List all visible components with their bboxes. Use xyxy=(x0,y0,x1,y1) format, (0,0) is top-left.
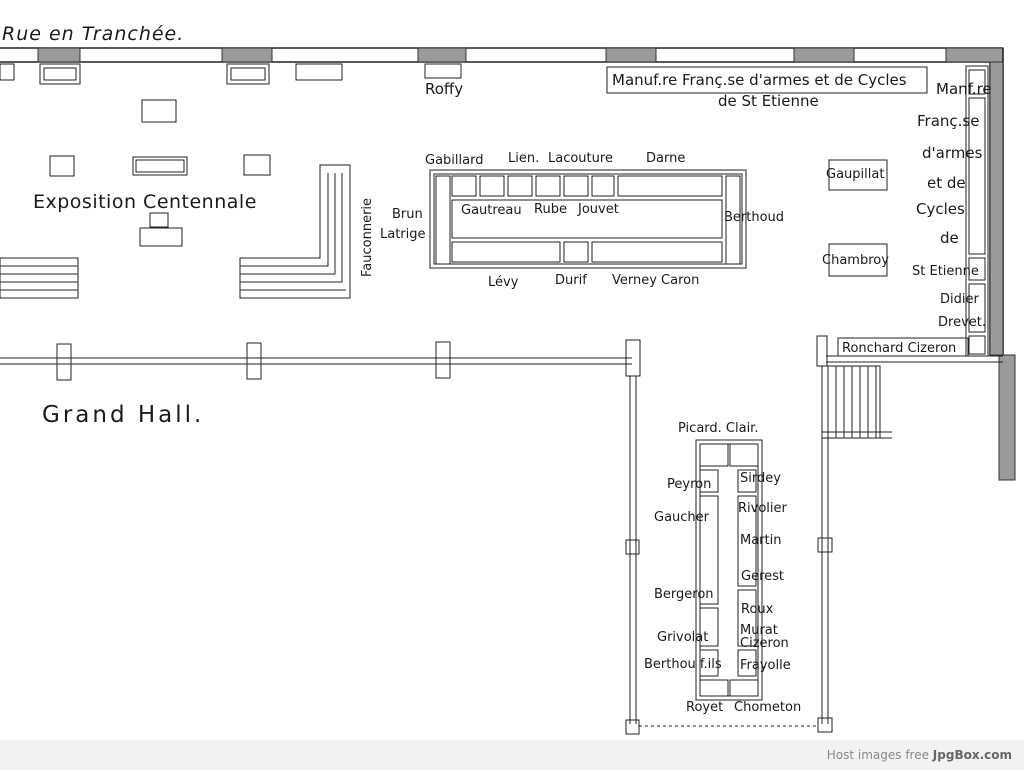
grivolat-label: Grivolat xyxy=(657,630,708,645)
didier-label: Didier xyxy=(940,292,979,307)
gabillard-label: Gabillard xyxy=(425,153,483,168)
murat-label: Murat xyxy=(740,623,778,638)
roffy-label: Roffy xyxy=(425,80,463,98)
gerest-label: Gerest xyxy=(741,569,784,584)
top-wall xyxy=(0,47,1004,63)
levy-label: Lévy xyxy=(488,275,519,290)
chometon-label: Chometon xyxy=(734,700,801,715)
rube-label: Rube xyxy=(534,202,567,217)
exposition-room: Exposition Centennale Fauconnerie xyxy=(0,99,375,299)
manufacture-v-7: St Etienne xyxy=(912,264,979,279)
exposition-label: Exposition Centennale xyxy=(33,191,257,213)
gaupillat-label: Gaupillat xyxy=(826,167,884,182)
rivolier-label: Rivolier xyxy=(738,501,788,516)
royet-label: Royet xyxy=(686,700,723,715)
roux-label: Roux xyxy=(741,602,774,617)
manufacture-v-6: de xyxy=(940,229,959,247)
footer-brand[interactable]: JpgBox.com xyxy=(932,748,1012,762)
chambroy-label: Chambroy xyxy=(822,253,889,268)
manufacture-stand: Manuf.re Franç.se d'armes et de Cycles d… xyxy=(606,66,928,110)
brun-label: Brun xyxy=(392,207,423,222)
gautreau-label: Gautreau xyxy=(461,203,522,218)
manufacture-label-2: de St Etienne xyxy=(718,92,819,110)
jouvet-label: Jouvet xyxy=(577,202,619,217)
grand-hall-label: Grand Hall. xyxy=(42,402,204,428)
manufacture-v-1: Manf.re xyxy=(936,80,992,98)
durif-label: Durif xyxy=(555,273,587,288)
frayolle-label: Frayolle xyxy=(740,658,791,673)
verney-caron-label: Verney Caron xyxy=(612,273,699,288)
martin-label: Martin xyxy=(740,533,781,548)
fauconnerie-label: Fauconnerie xyxy=(360,198,375,277)
right-cases: Gaupillat Chambroy xyxy=(822,159,889,277)
manufacture-v-4: et de xyxy=(927,174,966,192)
manufacture-v-3: d'armes xyxy=(922,144,983,162)
top-cases xyxy=(0,63,462,85)
drevet-label: Drevet. xyxy=(938,315,986,330)
manufacture-v-5: Cycles xyxy=(916,200,965,218)
footer-text[interactable]: Host images free JpgBox.com xyxy=(827,748,1012,762)
berthoud-label: Berthoud xyxy=(724,210,784,225)
right-wall xyxy=(989,48,1016,481)
gaucher-label: Gaucher xyxy=(654,510,710,525)
latrige-label: Latrige xyxy=(380,227,426,242)
bergeron-label: Bergeron xyxy=(654,587,714,602)
street-label: Rue en Tranchée. xyxy=(2,23,184,45)
image-host-footer: Host images free JpgBox.com xyxy=(0,740,1024,770)
sirdey-label: Sirdey xyxy=(740,471,781,486)
peyron-label: Peyron xyxy=(667,477,711,492)
floor-plan: Rue en Tranchée. xyxy=(0,23,1016,735)
cizeron-label: Cizeron xyxy=(740,636,789,651)
darne-label: Darne xyxy=(646,151,685,166)
manufacture-v-2: Franç.se xyxy=(917,112,979,130)
lacouture-label: Lacouture xyxy=(548,151,613,166)
lower-corridor xyxy=(625,366,833,735)
central-stand: Gabillard Lien. Lacouture Darne Brun Lat… xyxy=(380,151,784,290)
footer-prefix: Host images free xyxy=(826,748,933,762)
lien-label: Lien. xyxy=(508,151,539,166)
berthou-fils-label: Berthou f.ils xyxy=(644,657,722,672)
manufacture-column: Manf.re Franç.se d'armes et de Cycles de… xyxy=(837,65,992,357)
ronchard-cizeron-label: Ronchard Cizeron xyxy=(842,341,956,356)
picard-clair-label: Picard. Clair. xyxy=(678,421,758,436)
manufacture-label-1: Manuf.re Franç.se d'armes et de Cycles xyxy=(612,71,907,89)
lower-stand: Picard. Clair. Peyron Gaucher Bergeron G… xyxy=(644,421,801,715)
